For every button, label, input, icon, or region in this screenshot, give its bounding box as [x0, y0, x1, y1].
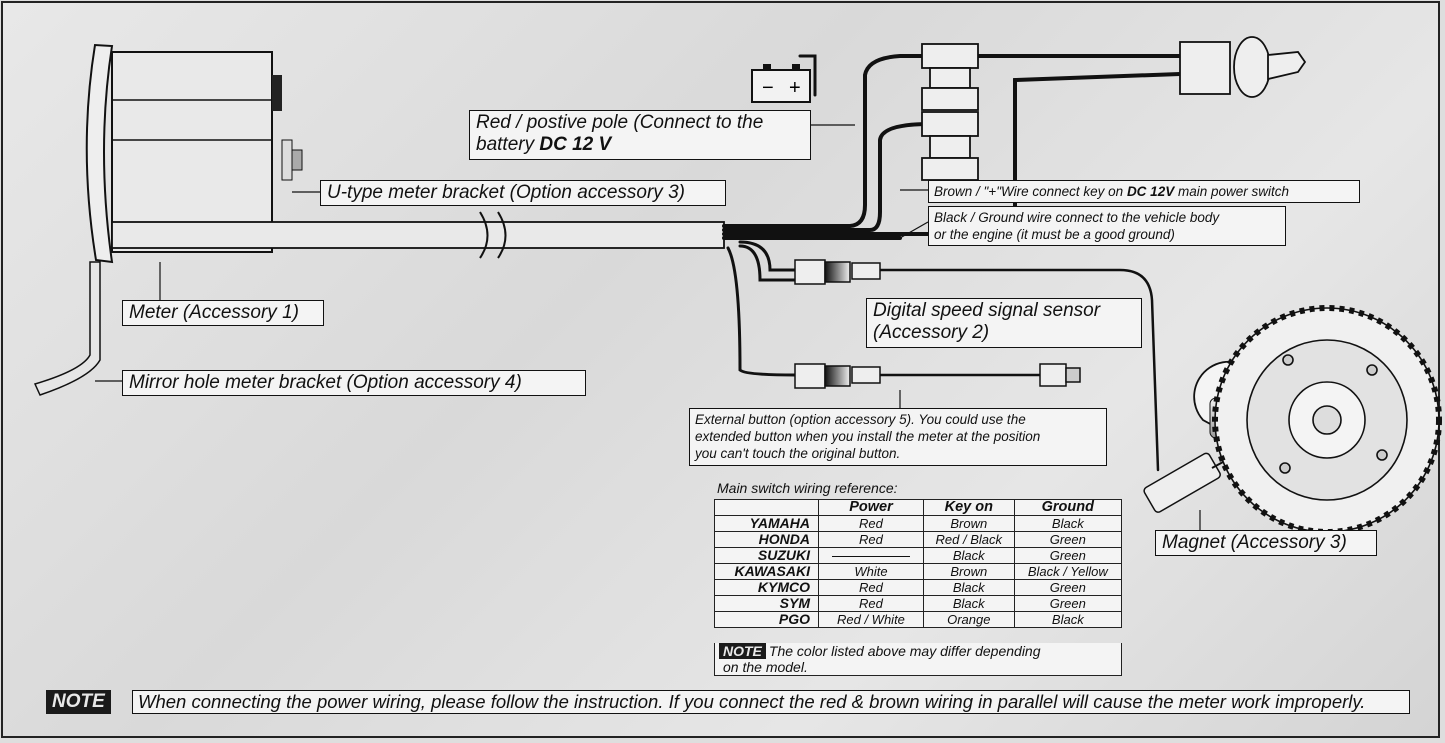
- table-cell: Green: [1013, 579, 1123, 596]
- table-cell: Brown: [922, 563, 1015, 580]
- external-button-line1: External button (option accessory 5). Yo…: [695, 412, 1026, 427]
- connector-blocks: [921, 41, 1231, 181]
- meter-label: Meter (Accessory 1): [122, 300, 324, 326]
- table-cell: Green: [1013, 547, 1123, 564]
- red-pole-line2: battery: [476, 134, 540, 155]
- table-cell: KAWASAKI: [714, 563, 819, 580]
- table-cell: White: [818, 563, 924, 580]
- meter-body: [85, 43, 303, 264]
- table-cell: Brown: [922, 515, 1015, 532]
- bottom-note: NOTE When connecting the power wiring, p…: [46, 690, 1411, 716]
- external-button-line3: you can't touch the original button.: [695, 446, 901, 461]
- meter-text: Meter (Accessory 1): [129, 302, 299, 323]
- battery-icon: − +: [751, 64, 811, 103]
- table-header-row: Power Key on Ground: [714, 499, 1123, 516]
- table-row: KAWASAKI White Brown Black / Yellow: [714, 563, 1123, 580]
- plug-connectors: [794, 259, 1081, 389]
- magnet-label: Magnet (Accessory 3): [1155, 530, 1377, 556]
- table-cell: KYMCO: [714, 579, 819, 596]
- table-cell: Red: [818, 515, 924, 532]
- table-row: SUZUKI Black Green: [714, 547, 1123, 564]
- table-cell: Green: [1013, 531, 1123, 548]
- magnet-text: Magnet (Accessory 3): [1162, 532, 1347, 553]
- black-ground-line1: Black / Ground wire connect to the vehic…: [934, 210, 1220, 225]
- table-row: PGO Red / White Orange Black: [714, 611, 1123, 628]
- table-cell: Red / Black: [922, 531, 1015, 548]
- table-cell: Black: [922, 579, 1015, 596]
- red-pole-line1: Red / postive pole (Connect to the: [476, 112, 764, 133]
- bottom-note-tag: NOTE: [46, 690, 111, 714]
- u-bracket-label: U-type meter bracket (Option accessory 3…: [320, 180, 726, 206]
- table-cell: Red: [818, 531, 924, 548]
- speed-sensor-label: Digital speed signal sensor (Accessory 2…: [866, 298, 1142, 348]
- table-cell: Red: [818, 595, 924, 612]
- u-bracket-text: U-type meter bracket (Option accessory 3…: [327, 182, 685, 203]
- bottom-note-text: When connecting the power wiring, please…: [132, 690, 1410, 714]
- mirror-bracket-text: Mirror hole meter bracket (Option access…: [129, 372, 522, 393]
- table-cell: Black / Yellow: [1013, 563, 1123, 580]
- table-header-cell: Ground: [1013, 499, 1123, 516]
- table-cell: Red / White: [818, 611, 924, 628]
- no-wire-dash: [831, 556, 910, 558]
- speed-sensor-line2: (Accessory 2): [873, 322, 990, 343]
- wiring-caption: Main switch wiring reference:: [717, 480, 898, 496]
- table-cell-empty: [818, 547, 924, 564]
- battery-plus-sign: +: [789, 77, 801, 99]
- external-button-line2: extended button when you install the met…: [695, 429, 1041, 444]
- table-row: KYMCO Red Black Green: [714, 579, 1123, 596]
- mirror-bracket-shape: [33, 261, 101, 396]
- table-row: HONDA Red Red / Black Green: [714, 531, 1123, 548]
- table-cell: SYM: [714, 595, 819, 612]
- table-row: SYM Red Black Green: [714, 595, 1123, 612]
- table-cell: Orange: [922, 611, 1015, 628]
- table-cell: Black: [1013, 611, 1123, 628]
- external-button-label: External button (option accessory 5). Yo…: [689, 408, 1107, 466]
- table-header-cell: Power: [818, 499, 924, 516]
- table-cell: PGO: [714, 611, 819, 628]
- battery-minus-sign: −: [762, 77, 774, 99]
- speed-sensor-line1: Digital speed signal sensor: [873, 300, 1101, 321]
- brown-wire-voltage: DC 12V: [1126, 184, 1175, 199]
- brown-wire-text-a: Brown / "+"Wire connect key on: [934, 184, 1127, 199]
- table-row: YAMAHA Red Brown Black: [714, 515, 1123, 532]
- brake-disc-icon: [1212, 305, 1442, 535]
- mirror-bracket-label: Mirror hole meter bracket (Option access…: [122, 370, 586, 396]
- table-cell: HONDA: [714, 531, 819, 548]
- table-note-line1: The color listed above may differ depend…: [768, 643, 1041, 659]
- black-ground-line2: or the engine (it must be a good ground): [934, 227, 1175, 242]
- note-tag: NOTE: [719, 643, 766, 659]
- table-note-line2: on the model.: [723, 659, 808, 675]
- ignition-key-icon: [1233, 36, 1307, 98]
- table-cell: Black: [1013, 515, 1123, 532]
- table-cell: Red: [818, 579, 924, 596]
- brown-wire-label: Brown / "+"Wire connect key on DC 12V ma…: [928, 180, 1360, 203]
- red-pole-label: Red / postive pole (Connect to the batte…: [469, 110, 811, 160]
- table-header-cell: Key on: [922, 499, 1015, 516]
- table-cell: Green: [1013, 595, 1123, 612]
- wiring-reference-table: Power Key on Ground YAMAHA Red Brown Bla…: [714, 499, 1123, 628]
- brown-wire-text-c: main power switch: [1174, 184, 1290, 199]
- table-cell: Black: [922, 547, 1015, 564]
- black-ground-label: Black / Ground wire connect to the vehic…: [928, 206, 1286, 246]
- table-header-cell: [714, 499, 819, 516]
- table-cell: Black: [922, 595, 1015, 612]
- leader-lines: [95, 124, 1201, 530]
- table-cell: YAMAHA: [714, 515, 819, 532]
- red-pole-voltage: DC 12 V: [539, 134, 612, 155]
- table-cell: SUZUKI: [714, 547, 819, 564]
